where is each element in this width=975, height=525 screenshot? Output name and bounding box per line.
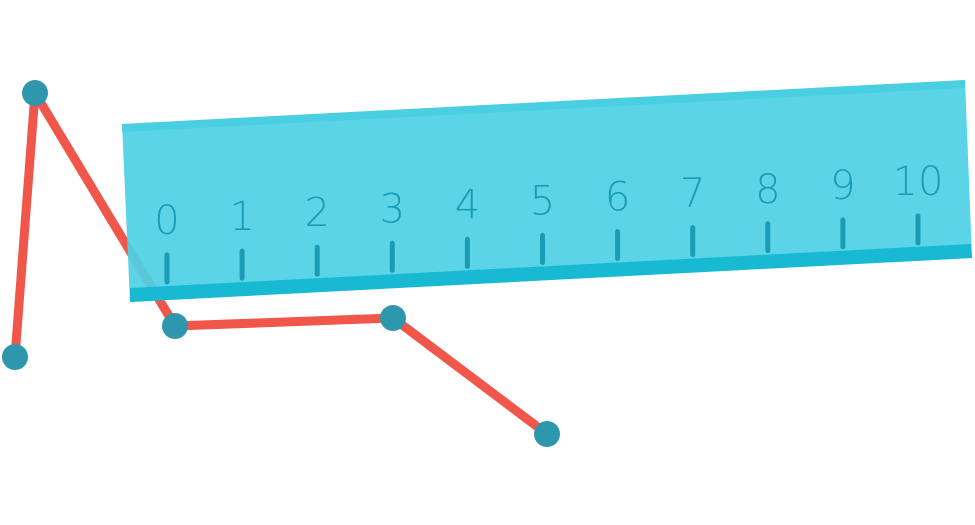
ruler-number: 3 bbox=[380, 186, 405, 232]
ruler-body bbox=[122, 80, 972, 302]
path-vertex-dot bbox=[2, 344, 28, 370]
ruler-number: 1 bbox=[229, 194, 254, 240]
ruler-bottom-edge bbox=[130, 244, 972, 302]
ruler-number: 7 bbox=[680, 171, 705, 217]
ruler: 0 1 2 3 4 5 6 7 8 9 10 bbox=[122, 80, 972, 302]
ruler-number: 10 bbox=[893, 159, 944, 205]
path-vertex-dot bbox=[380, 305, 406, 331]
ruler-number: 8 bbox=[755, 167, 780, 213]
ruler-number: 4 bbox=[455, 182, 480, 228]
ruler-top-edge bbox=[122, 80, 965, 132]
ruler-number: 0 bbox=[154, 198, 179, 244]
path-vertex-dot bbox=[534, 421, 560, 447]
path-vertex-dot bbox=[22, 80, 48, 106]
path-vertex-dot bbox=[162, 313, 188, 339]
ruler-number: 5 bbox=[530, 178, 555, 224]
ruler-number: 6 bbox=[605, 175, 630, 221]
ruler-number: 9 bbox=[830, 163, 855, 209]
ruler-number: 2 bbox=[304, 190, 329, 236]
